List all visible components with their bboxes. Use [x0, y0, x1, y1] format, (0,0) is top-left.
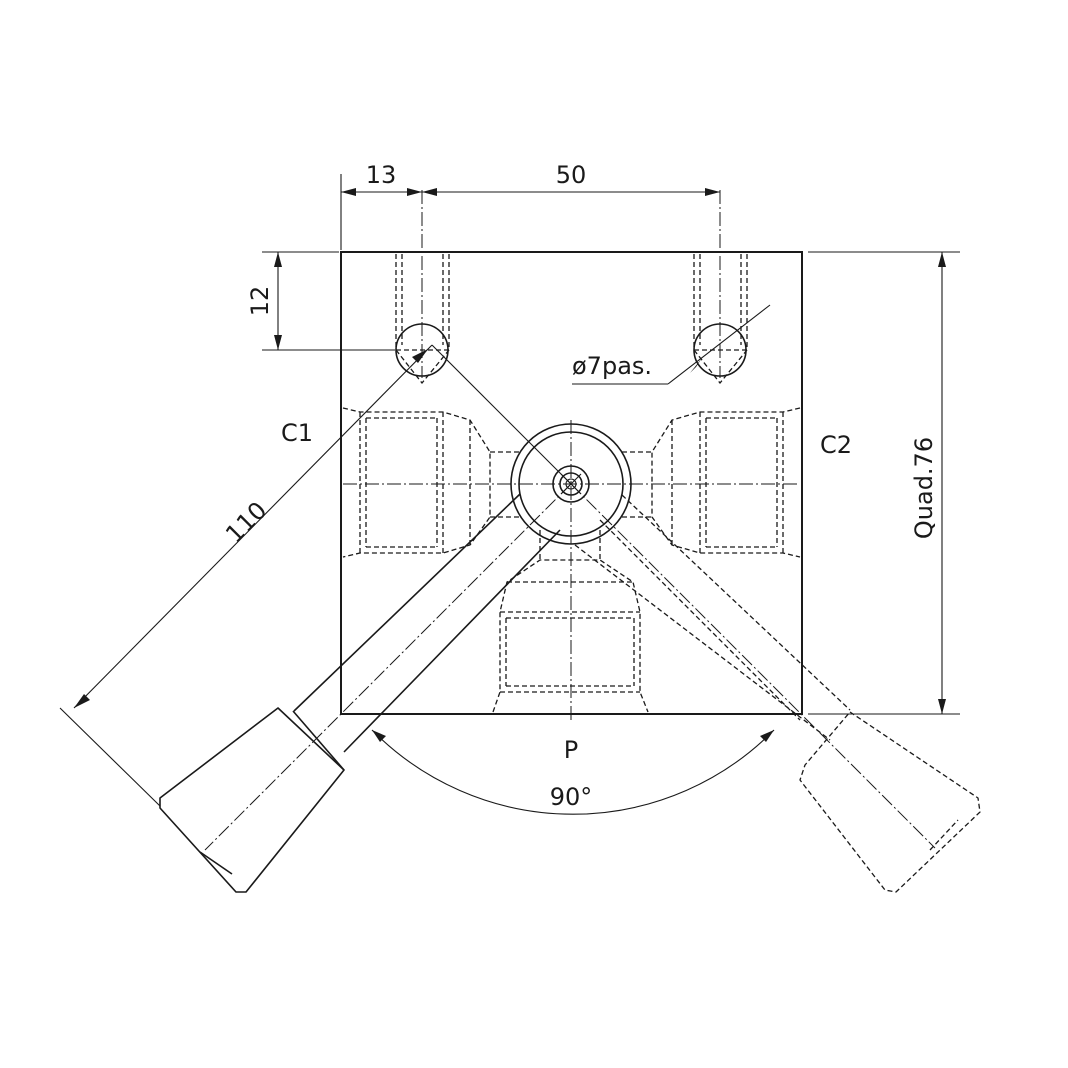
dimension-13: 13: [340, 161, 422, 250]
mounting-hole-right: [693, 190, 748, 385]
dim-label-13: 13: [366, 161, 397, 189]
port-label-c2: C2: [820, 431, 852, 459]
dimension-hole-diameter: ø7pas.: [572, 304, 771, 385]
lever-solid: [159, 483, 572, 893]
port-label-p: P: [564, 736, 578, 764]
dim-label-50: 50: [556, 161, 587, 189]
lever-phantom: [570, 483, 981, 893]
dim-label-110: 110: [220, 496, 272, 548]
dim-label-angle: 90°: [550, 783, 593, 811]
dim-label-12: 12: [246, 286, 274, 317]
dim-label-quad: Quad.76: [910, 437, 938, 539]
port-c2-hidden: [622, 407, 801, 558]
dimension-12: 12: [246, 251, 395, 351]
port-c1-hidden: [342, 407, 520, 558]
dimension-50: 50: [422, 161, 720, 196]
mounting-hole-left: [395, 190, 450, 385]
dimension-quad: Quad.76: [808, 251, 960, 715]
dimension-angle: 90°: [371, 729, 775, 815]
port-p-hidden: [492, 530, 649, 713]
dim-label-hole-diameter: ø7pas.: [572, 352, 652, 380]
center-lines: [343, 420, 800, 720]
port-label-c1: C1: [281, 419, 313, 447]
